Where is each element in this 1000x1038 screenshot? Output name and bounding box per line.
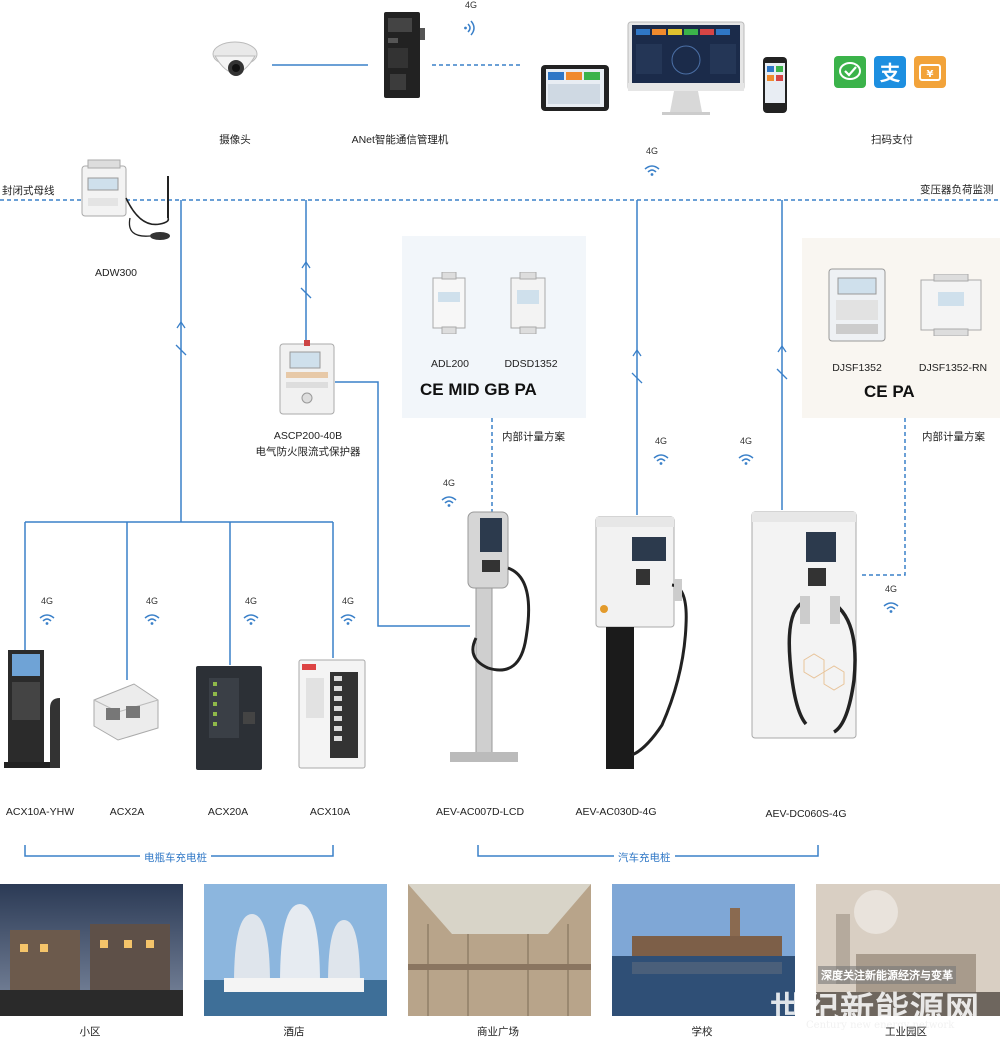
pay-label: 扫码支付 bbox=[871, 134, 913, 146]
car-item-label: AEV-AC007D-LCD bbox=[435, 806, 525, 818]
wifi-icon bbox=[339, 612, 357, 625]
car-group-label: 汽车充电桩 bbox=[614, 850, 675, 865]
meter-left-caption: 内部计量方案 bbox=[502, 431, 565, 443]
aev-ac007d-lcd-charger-icon bbox=[446, 508, 538, 770]
network-4g-label: 4G bbox=[739, 436, 752, 446]
adw300-device-icon bbox=[80, 158, 180, 246]
network-4g-label: 4G bbox=[654, 436, 667, 446]
djsf1352-rn-meter-icon bbox=[920, 273, 982, 337]
scene-label: 商业广场 bbox=[477, 1026, 519, 1038]
ebike-item-label: ACX10A-YHW bbox=[5, 806, 75, 818]
ascp-model-label: ASCP200-40B bbox=[273, 430, 343, 442]
alipay-icon: 支 bbox=[874, 56, 906, 88]
camera-icon bbox=[208, 38, 262, 88]
adl200-label: ADL200 bbox=[431, 358, 469, 370]
anet-label: ANet智能通信管理机 bbox=[351, 134, 449, 146]
ebike-item-label: ACX2A bbox=[109, 806, 145, 818]
wifi-icon bbox=[652, 452, 670, 465]
wifi-icon bbox=[464, 19, 477, 37]
watermark-en: Century new energy network bbox=[806, 1020, 955, 1031]
ebike-item-label: ACX10A bbox=[309, 806, 351, 818]
wifi-icon bbox=[643, 163, 661, 176]
wallet-pay-icon: ¥ bbox=[914, 56, 946, 88]
meter-panel-left: ADL200 DDSD1352 CE MID GB PA bbox=[402, 236, 586, 418]
wifi-icon bbox=[242, 612, 260, 625]
network-4g-label: 4G bbox=[884, 584, 897, 594]
car-item-label: AEV-DC060S-4G bbox=[765, 808, 847, 820]
scene-photo-school bbox=[612, 884, 795, 1016]
network-4g-label: 4G bbox=[145, 596, 158, 606]
ascp-name-label: 电气防火限流式保护器 bbox=[255, 446, 361, 458]
wechat-pay-icon bbox=[834, 56, 866, 88]
scene-photo-hotel bbox=[204, 884, 387, 1016]
certification-marks: CE PA bbox=[864, 382, 915, 401]
anet-device-icon bbox=[380, 8, 426, 100]
network-4g-label: 4G bbox=[40, 596, 53, 606]
aev-ac030d-4g-charger-icon bbox=[592, 515, 702, 773]
bus-left-label: 封闭式母线 bbox=[2, 185, 55, 197]
watermark-cn: 世纪新能源网 bbox=[770, 990, 980, 1030]
wifi-icon bbox=[143, 612, 161, 625]
network-4g-label: 4G bbox=[464, 0, 477, 10]
scene-label: 学校 bbox=[691, 1026, 713, 1038]
wifi-icon bbox=[440, 494, 458, 507]
acx20a-charger-icon bbox=[195, 662, 265, 772]
car-item-label: AEV-AC030D-4G bbox=[575, 806, 657, 818]
ddsd1352-meter-icon bbox=[510, 271, 546, 335]
camera-label: 摄像头 bbox=[219, 134, 251, 146]
adw300-label: ADW300 bbox=[94, 267, 137, 279]
djsf1352-meter-icon bbox=[828, 268, 886, 342]
ddsd1352-label: DDSD1352 bbox=[504, 358, 558, 370]
tablet-icon bbox=[540, 64, 610, 112]
bus-right-label: 变压器负荷监测 bbox=[920, 184, 994, 196]
scene-photo-mall bbox=[408, 884, 591, 1016]
monitor-icon bbox=[626, 20, 746, 116]
phone-icon bbox=[762, 56, 788, 114]
djsf1352-rn-label: DJSF1352-RN bbox=[918, 362, 988, 374]
meter-panel-right: DJSF1352 DJSF1352-RN CE PA bbox=[802, 238, 1000, 418]
wifi-icon bbox=[737, 452, 755, 465]
scene-photo-residential bbox=[0, 884, 183, 1016]
watermark-banner: 深度关注新能源经济与变革 bbox=[818, 966, 956, 984]
acx2a-charger-icon bbox=[90, 680, 162, 742]
djsf1352-label: DJSF1352 bbox=[832, 362, 882, 374]
acx10a-yhw-charger-icon bbox=[4, 648, 68, 770]
certification-marks: CE MID GB PA bbox=[420, 380, 537, 399]
acx10a-charger-icon bbox=[298, 656, 366, 770]
network-4g-label: 4G bbox=[442, 478, 455, 488]
scene-label: 酒店 bbox=[283, 1026, 305, 1038]
aev-dc060s-4g-charger-icon bbox=[750, 510, 860, 750]
ascp200-device-icon bbox=[278, 340, 336, 418]
network-4g-label: 4G bbox=[244, 596, 257, 606]
svg-text:支: 支 bbox=[880, 61, 901, 85]
network-4g-label: 4G bbox=[645, 146, 658, 156]
adl200-meter-icon bbox=[432, 271, 466, 335]
scene-label: 工业园区 bbox=[885, 1026, 927, 1038]
network-4g-label: 4G bbox=[341, 596, 354, 606]
scene-label: 小区 bbox=[79, 1026, 101, 1038]
ebike-group-label: 电瓶车充电桩 bbox=[140, 850, 211, 865]
meter-right-caption: 内部计量方案 bbox=[922, 431, 985, 443]
wifi-icon bbox=[882, 600, 900, 613]
ebike-item-label: ACX20A bbox=[207, 806, 249, 818]
scene-photo-industrial bbox=[816, 884, 1000, 1016]
wifi-icon bbox=[38, 612, 56, 625]
svg-text:¥: ¥ bbox=[927, 69, 934, 80]
